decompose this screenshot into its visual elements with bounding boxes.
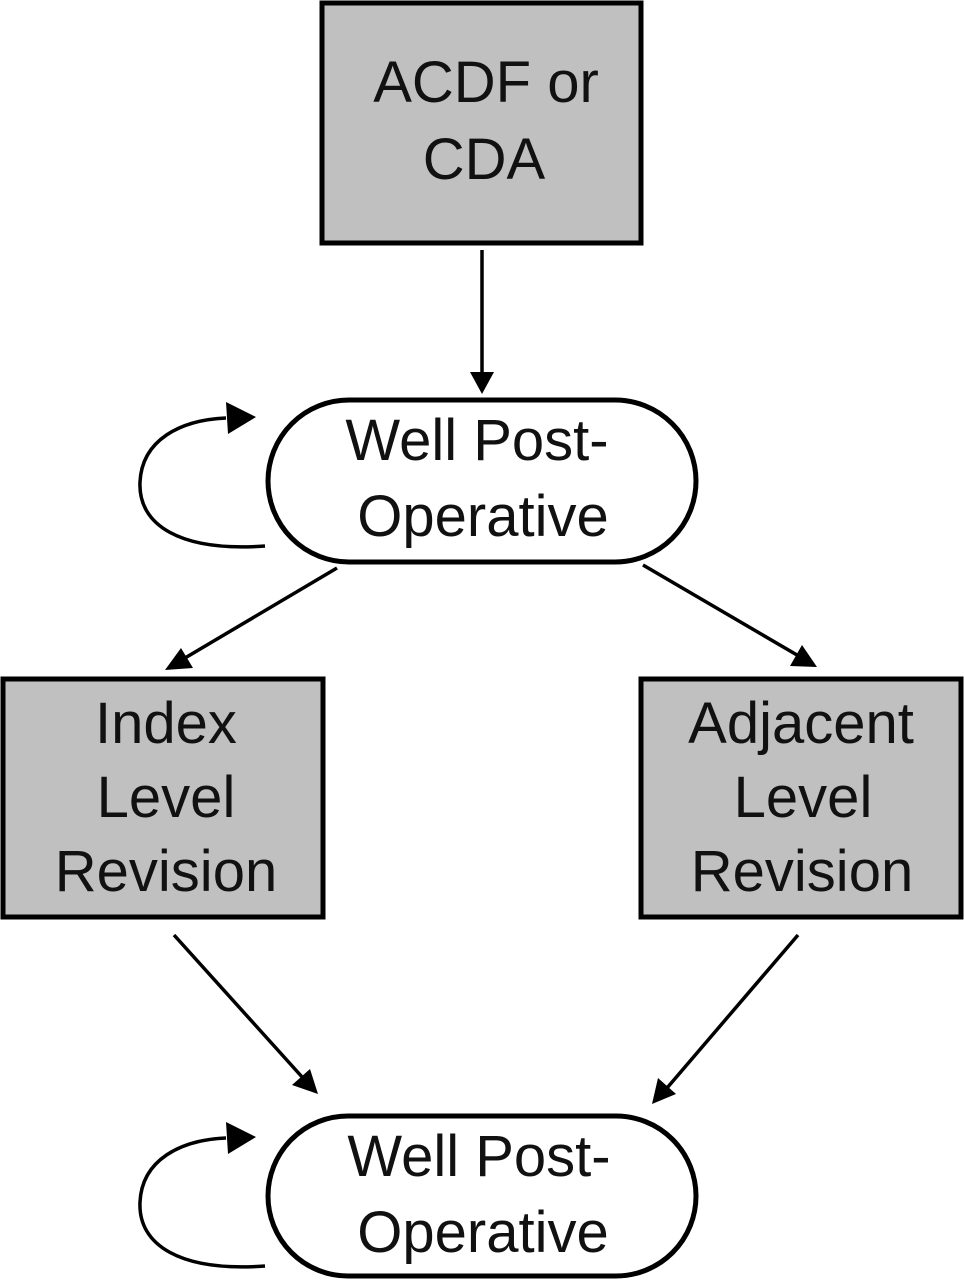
node-adjacent-revision-line1: Adjacent: [688, 691, 914, 756]
node-well-top: Well Post- Operative: [265, 397, 699, 565]
node-well-bottom-line1: Well Post-: [347, 1124, 610, 1189]
edge-index-revision-to-well-bottom: [172, 933, 318, 1094]
node-adjacent-revision: Adjacent Level Revision: [638, 676, 964, 920]
node-well-top-line2: Operative: [357, 484, 608, 549]
node-surgery: ACDF or CDA: [319, 0, 644, 246]
node-surgery-line1: ACDF or: [373, 50, 599, 115]
node-index-revision: Index Level Revision: [0, 676, 326, 920]
node-index-revision-line3: Revision: [55, 839, 277, 904]
node-well-top-line1: Well Post-: [345, 408, 608, 473]
edge-well-top-self-loop: [138, 402, 266, 549]
node-index-revision-line1: Index: [95, 691, 237, 756]
edge-well-bottom-self-loop: [138, 1122, 266, 1269]
edge-well-top-to-adjacent-revision: [642, 563, 817, 667]
node-well-bottom: Well Post- Operative: [265, 1113, 699, 1279]
edge-adjacent-revision-to-well-bottom: [652, 933, 800, 1104]
node-index-revision-line2: Level: [97, 765, 236, 830]
node-adjacent-revision-line2: Level: [734, 765, 873, 830]
edge-surgery-to-well-top: [470, 250, 494, 394]
node-well-bottom-line2: Operative: [357, 1200, 608, 1265]
node-adjacent-revision-line3: Revision: [691, 839, 913, 904]
edge-well-top-to-index-revision: [165, 566, 338, 670]
node-surgery-line2: CDA: [423, 127, 546, 192]
edges: [138, 250, 817, 1269]
